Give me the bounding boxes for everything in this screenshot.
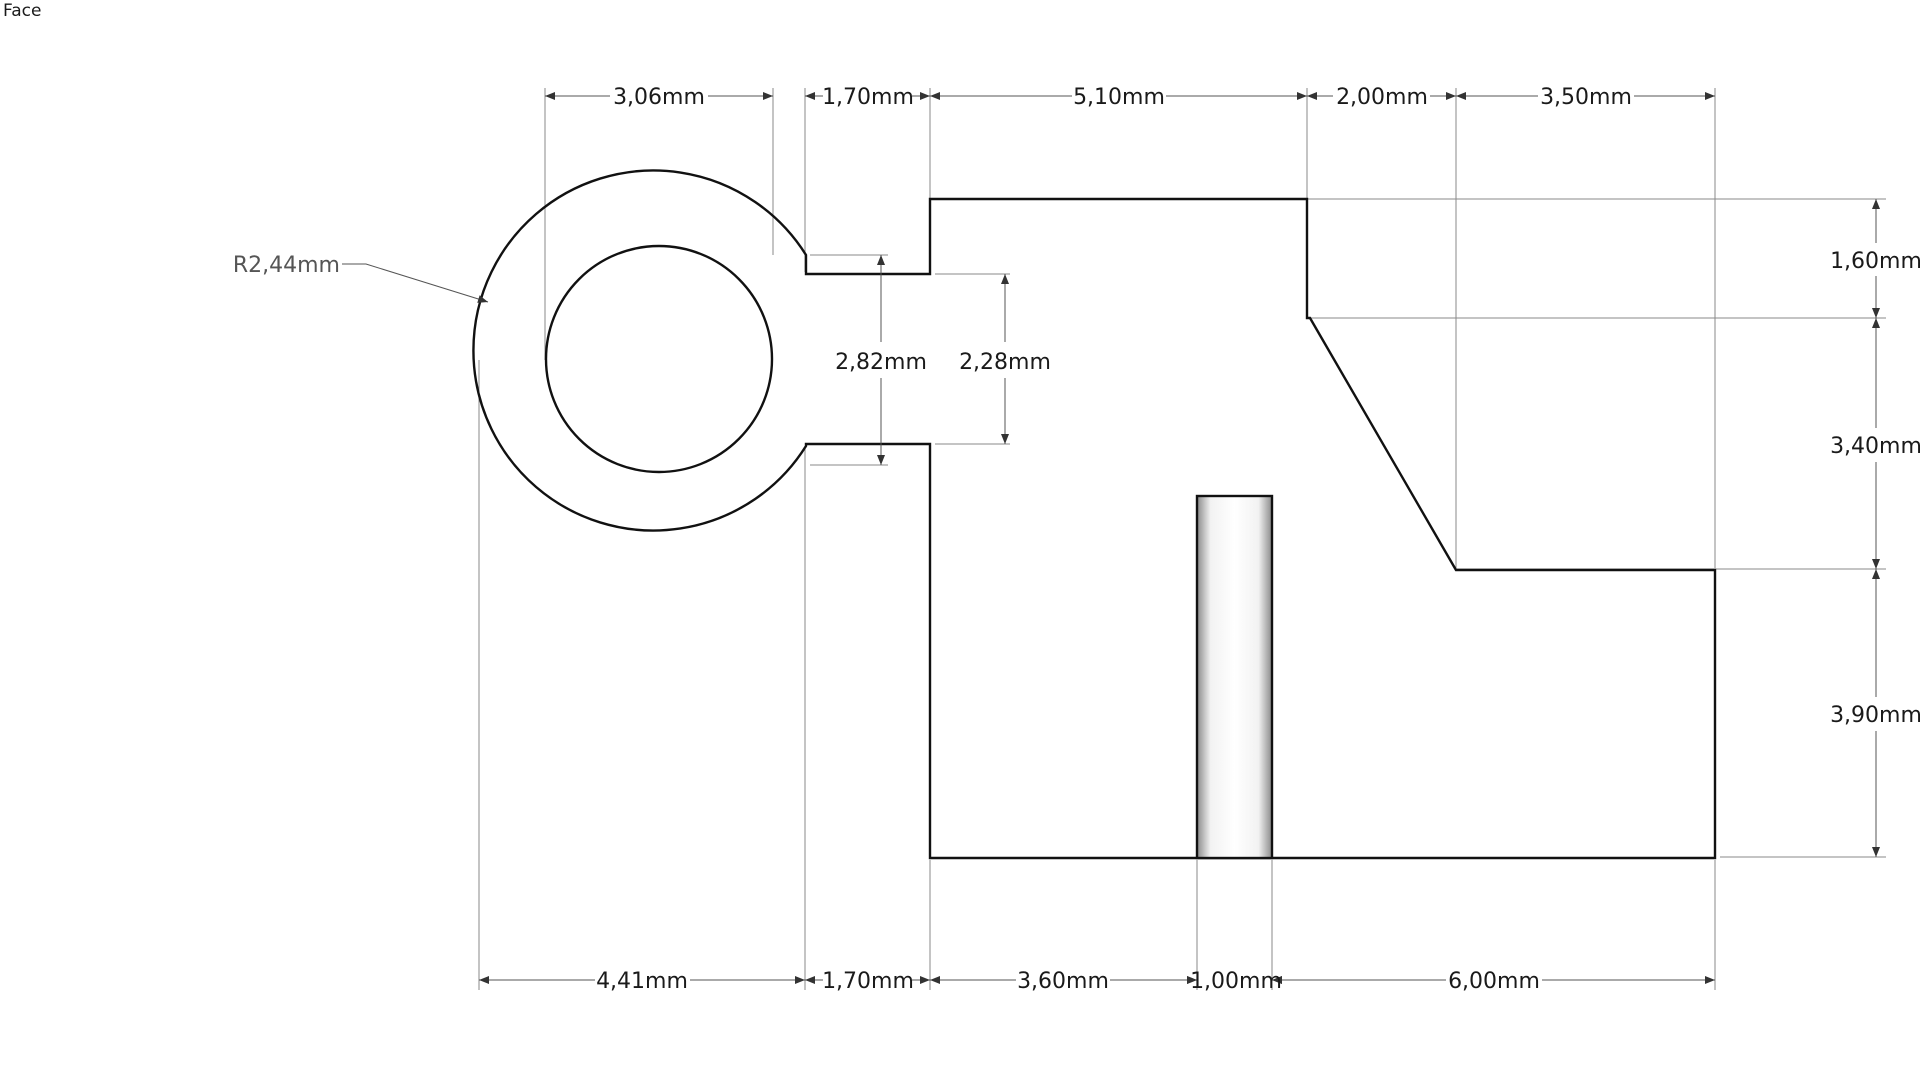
dimension-labels: 3,06mm 1,70mm 5,10mm 2,00mm 3,50mm 4,41m… (233, 85, 1920, 994)
dim-top-1: 3,06mm (613, 85, 705, 110)
part-body-outline (472, 169, 1717, 860)
dim-slot-outer: 2,82mm (835, 350, 927, 375)
dim-top-4: 2,00mm (1336, 85, 1428, 110)
extension-lines (478, 88, 1886, 990)
dim-bottom-5: 6,00mm (1448, 969, 1540, 994)
pin (1195, 494, 1274, 860)
dim-top-2: 1,70mm (822, 85, 914, 110)
dim-bottom-2: 1,70mm (822, 969, 914, 994)
radius-leader (342, 263, 489, 303)
dim-bottom-4: 1,00mm (1190, 969, 1282, 994)
dim-right-3: 3,90mm (1830, 703, 1920, 728)
dim-slot-inner: 2,28mm (959, 350, 1051, 375)
dim-bottom-1: 4,41mm (596, 969, 688, 994)
dim-bottom-3: 3,60mm (1017, 969, 1109, 994)
bore-circle (544, 244, 774, 474)
dim-top-3: 5,10mm (1073, 85, 1165, 110)
dim-right-2: 3,40mm (1830, 434, 1920, 459)
dim-radius: R2,44mm (233, 253, 340, 278)
part-outline (472, 169, 1717, 860)
dim-top-5: 3,50mm (1540, 85, 1632, 110)
dim-right-1: 1,60mm (1830, 249, 1920, 274)
dimension-lines (342, 92, 1880, 984)
view-label: Face (3, 1, 42, 21)
